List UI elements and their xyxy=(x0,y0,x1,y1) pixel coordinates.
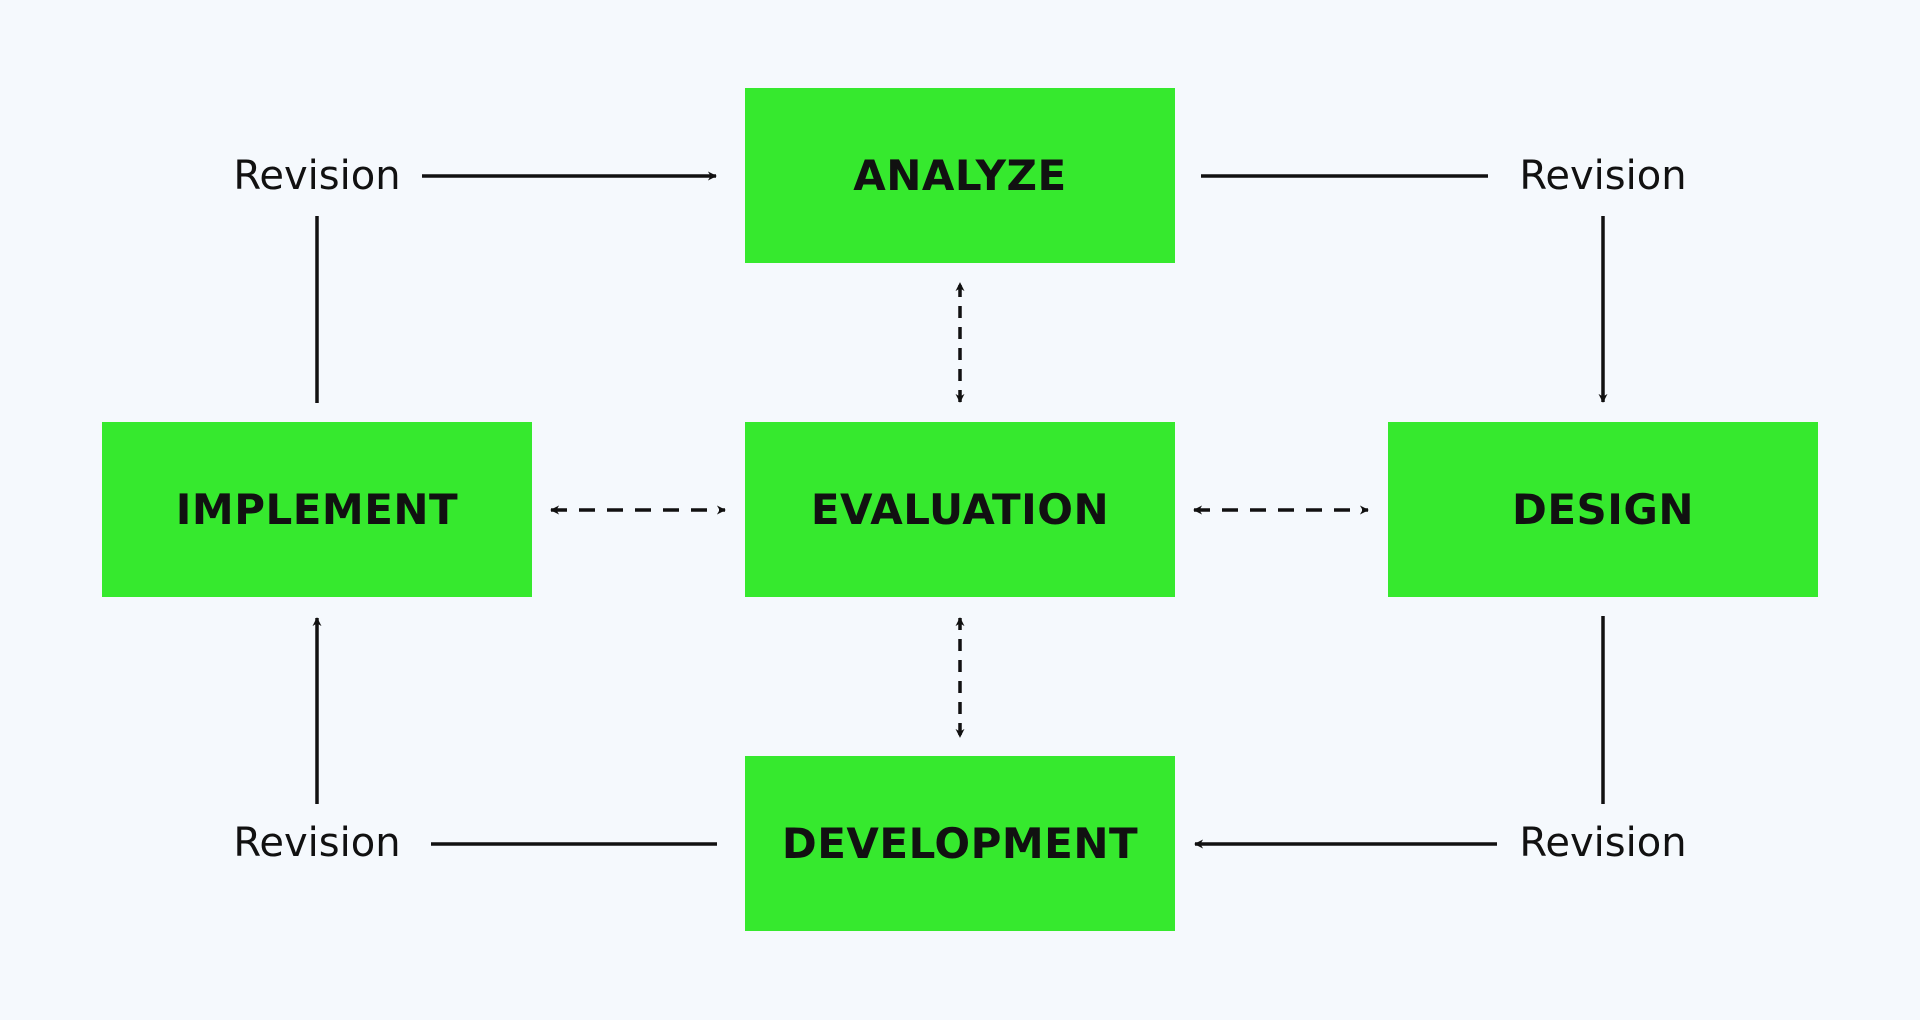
node-implement: IMPLEMENT xyxy=(102,422,532,597)
revision-label-bottom-left: Revision xyxy=(233,820,401,866)
node-development: DEVELOPMENT xyxy=(745,756,1175,931)
node-analyze: ANALYZE xyxy=(745,88,1175,263)
revision-label-bottom-right: Revision xyxy=(1519,820,1687,866)
node-design: DESIGN xyxy=(1388,422,1818,597)
revision-label-top-left: Revision xyxy=(233,153,401,199)
revision-label-top-right: Revision xyxy=(1519,153,1687,199)
node-evaluation: EVALUATION xyxy=(745,422,1175,597)
